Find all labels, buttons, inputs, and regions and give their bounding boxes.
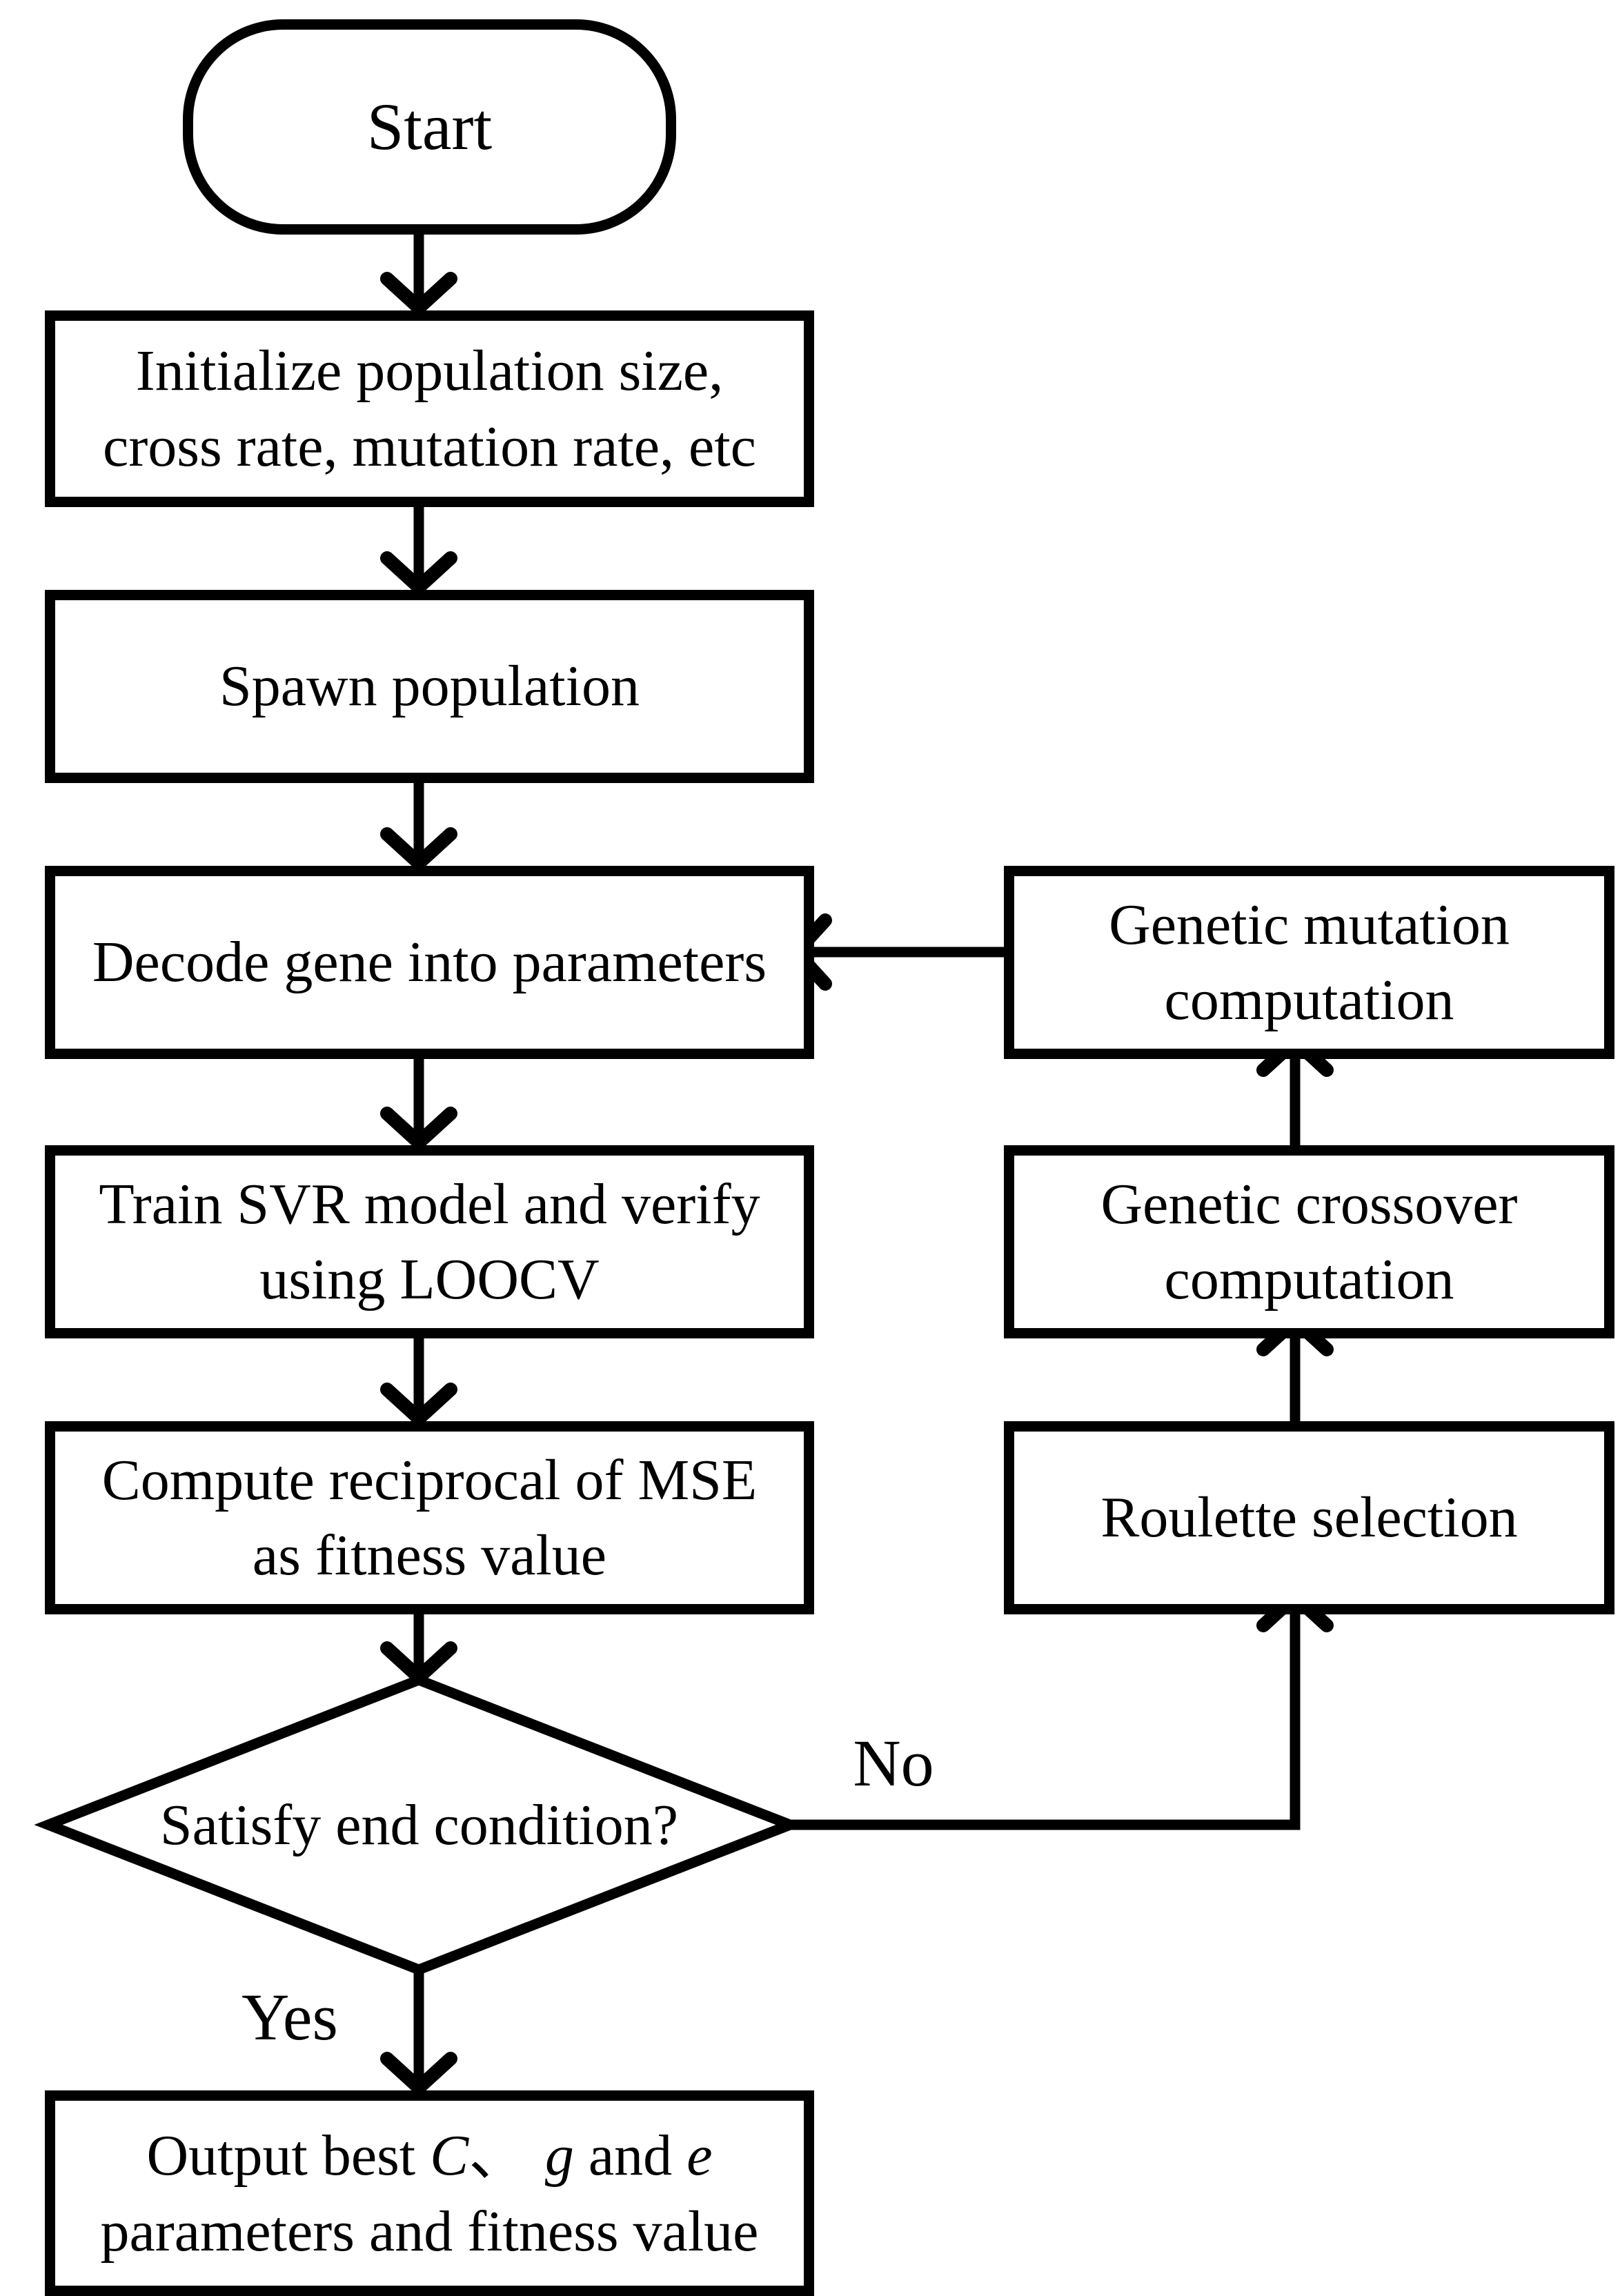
output-param-e: e — [686, 2124, 713, 2188]
decode-box: Decode gene into parameters — [45, 866, 814, 1059]
output-box: Output best C、 g and e parameters and fi… — [45, 2090, 814, 2296]
decode-label: Decode gene into parameters — [92, 930, 767, 995]
train-line-2: using LOOCV — [259, 1247, 600, 1312]
fitness-line-1: Compute reciprocal of MSE — [101, 1447, 758, 1512]
output-param-c: C — [430, 2124, 469, 2188]
mutation-box: Genetic mutation computation — [1004, 866, 1614, 1059]
initialize-line-2: cross rate, mutation rate, etc — [103, 414, 756, 479]
fitness-line-2: as fitness value — [252, 1523, 607, 1587]
mutation-line-2: computation — [1164, 968, 1454, 1032]
condition-diamond-shape — [34, 1674, 804, 1976]
crossover-line-1: Genetic crossover — [1100, 1171, 1518, 1236]
output-line-1: Output best C、 g and e — [147, 2117, 713, 2193]
output-text-part: Output best — [146, 2124, 431, 2188]
no-label: No — [853, 1726, 934, 1800]
condition-label: Satisfy end condition? — [159, 1792, 679, 1857]
arrow-condition-to-roulette-no — [790, 1590, 1334, 1830]
roulette-label: Roulette selection — [1100, 1485, 1518, 1550]
start-label: Start — [366, 89, 493, 164]
train-box: Train SVR model and verify using LOOCV — [45, 1145, 814, 1338]
condition-diamond: Satisfy end condition? — [48, 1680, 790, 1970]
spawn-label: Spawn population — [219, 654, 640, 719]
output-text-and: and — [573, 2124, 687, 2188]
crossover-line-2: computation — [1164, 1247, 1454, 1312]
output-line-2: parameters and fitness value — [100, 2199, 759, 2264]
train-line-1: Train SVR model and verify — [99, 1171, 760, 1236]
yes-label: Yes — [241, 1980, 338, 2054]
initialize-line-1: Initialize population size, — [135, 339, 724, 404]
start-node: Start — [183, 19, 676, 235]
ideographic-comma: 、 — [468, 2121, 545, 2189]
spawn-box: Spawn population — [45, 590, 814, 783]
output-param-g: g — [544, 2124, 574, 2188]
crossover-box: Genetic crossover computation — [1004, 1145, 1614, 1338]
mutation-line-1: Genetic mutation — [1109, 892, 1510, 957]
roulette-box: Roulette selection — [1004, 1421, 1614, 1614]
fitness-box: Compute reciprocal of MSE as fitness val… — [45, 1421, 814, 1614]
initialize-box: Initialize population size, cross rate, … — [45, 310, 814, 507]
